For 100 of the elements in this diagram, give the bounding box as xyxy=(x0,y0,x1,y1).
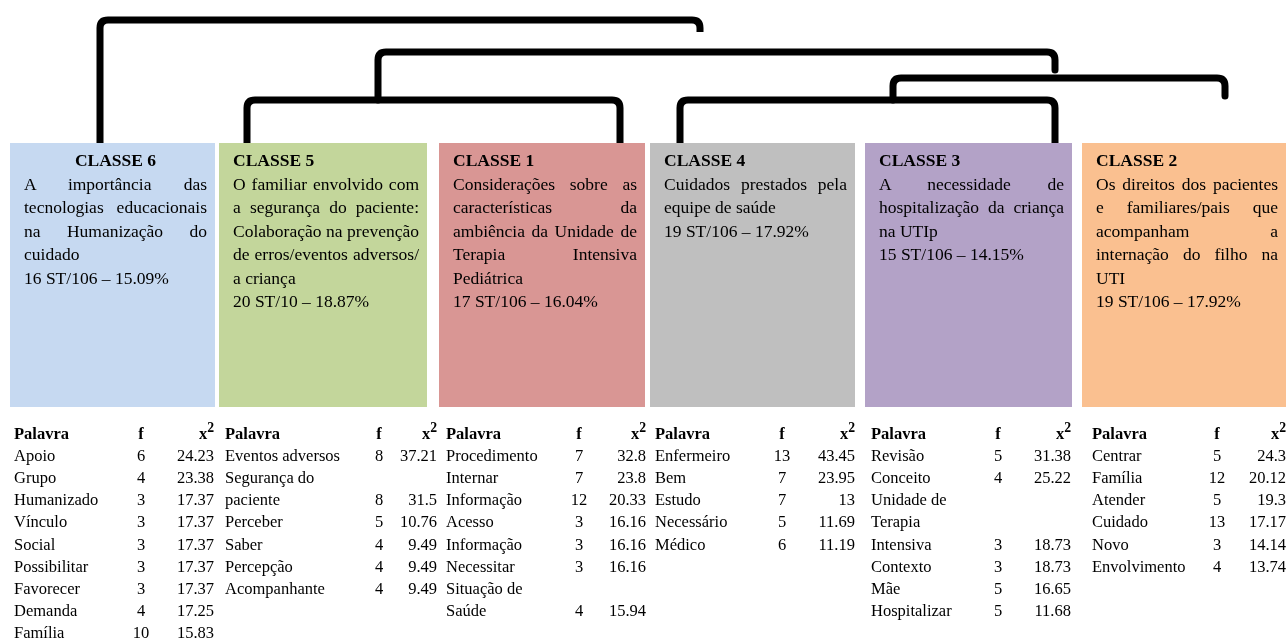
table-cell-text: 16.65 xyxy=(1032,577,1071,600)
class-heading: CLASSE 1 xyxy=(453,149,536,172)
table-header: Palavra xyxy=(225,422,281,445)
class-description: Os direitos dos pacientes e familiares/pais que acompanham a internação do filho na UTI xyxy=(1096,172,1278,290)
table-cell-text: 7 xyxy=(776,466,788,489)
table-cell-text: 17.17 xyxy=(1247,511,1286,534)
dendrogram-bracket xyxy=(243,96,624,143)
table-cell-text: 10 xyxy=(131,622,151,639)
table-cell-text: Informação xyxy=(446,533,524,556)
class-heading: CLASSE 2 xyxy=(1096,149,1179,172)
class-statistic: 19 ST/106 – 17.92% xyxy=(664,219,810,243)
dendrogram-bracket xyxy=(96,16,704,143)
class-statistic: 17 ST/106 – 16.04% xyxy=(453,290,599,313)
table-cell-text: 9.49 xyxy=(407,533,437,556)
table-cell-text: 9.49 xyxy=(407,577,437,600)
table-cell-text: 25.22 xyxy=(1032,466,1071,489)
table-cell-text: Atender xyxy=(1092,489,1147,512)
table-cell-text: Revisão xyxy=(871,444,926,467)
table-cell-text: 5 xyxy=(776,511,788,534)
table-cell-text: 4 xyxy=(373,533,385,556)
table-cell-text: 11.19 xyxy=(817,533,855,556)
table-cell-text: 3 xyxy=(135,511,147,534)
table-cell-text: 7 xyxy=(776,489,788,512)
table-header: x$^{2}$ xyxy=(629,419,646,445)
table-cell-text: 3 xyxy=(992,555,1004,578)
table-cell-text: 5 xyxy=(992,444,1004,467)
table-cell-text: 17.37 xyxy=(175,555,214,578)
table-cell-text: 20.12 xyxy=(1247,466,1286,489)
table-cell-text: Cuidado xyxy=(1092,511,1149,534)
table-header: x$^{2}$ xyxy=(420,419,437,445)
table-cell-text: Vínculo xyxy=(14,511,69,534)
table-header: x$^{2}$ xyxy=(197,419,214,445)
table-cell-text: 4 xyxy=(1211,555,1223,578)
table-cell-text: 16.16 xyxy=(607,511,646,534)
class-statistic: 16 ST/106 – 15.09% xyxy=(24,266,170,290)
table-cell-text: Saber xyxy=(225,533,264,556)
table-cell-text: 8 xyxy=(373,444,385,467)
table-cell-text: Família xyxy=(14,622,66,639)
table-cell-text: 15.83 xyxy=(175,622,214,639)
table-cell-text: 16.16 xyxy=(607,533,646,556)
table-header: f xyxy=(575,422,583,445)
class-heading: CLASSE 3 xyxy=(879,149,962,172)
table-header: Palavra xyxy=(1092,422,1148,445)
table-cell-text: Necessário xyxy=(655,511,729,534)
table-cell-text: 15.94 xyxy=(607,600,646,623)
table-cell-text: 4 xyxy=(135,600,147,623)
table-cell-text: 6 xyxy=(776,533,788,556)
table-cell-text: 23.95 xyxy=(816,466,855,489)
table-cell-text: Hospitalizar xyxy=(871,600,953,623)
class-box xyxy=(1082,143,1286,407)
table-cell-text: Médico xyxy=(655,533,707,556)
table-cell-text: 17.37 xyxy=(175,489,214,512)
table-cell-text: 31.5 xyxy=(407,489,437,512)
class-description: O familiar envolvido com a segurança do paciente: Colaboração na prevenção de erros/eventos adversos/ a criança xyxy=(233,172,419,290)
table-header: Palavra xyxy=(871,422,927,445)
table-cell-text: 16.16 xyxy=(607,555,646,578)
table-header: Palavra xyxy=(14,422,70,445)
table-header: x$^{2}$ xyxy=(1269,419,1286,445)
class-statistic: 19 ST/106 – 17.92% xyxy=(1096,290,1242,313)
class-statistic: 15 ST/106 – 14.15% xyxy=(879,243,1025,266)
dendrogram-bracket xyxy=(676,96,1059,143)
table-cell-text: 4 xyxy=(373,555,385,578)
table-cell-text: 3 xyxy=(1211,533,1223,556)
table-header: f xyxy=(1213,422,1221,445)
table-cell-text: 3 xyxy=(135,489,147,512)
table-header: Palavra xyxy=(655,422,711,445)
table-cell-text: 43.45 xyxy=(816,444,855,467)
table-cell-text: Perceber xyxy=(225,511,284,534)
table-header: x$^{2}$ xyxy=(1054,419,1071,445)
table-cell-text: Procedimento xyxy=(446,444,539,467)
table-cell-text: 4 xyxy=(373,577,385,600)
table-cell-text: 12 xyxy=(569,489,589,512)
table-cell-text: 4 xyxy=(573,600,585,623)
table-cell-text: 5 xyxy=(992,600,1004,623)
table-cell-text: 5 xyxy=(373,511,385,534)
table-cell-text: Envolvimento xyxy=(1092,555,1187,578)
table-cell-text: Eventos adversos xyxy=(225,444,342,467)
table-cell-text: 7 xyxy=(573,444,585,467)
table-cell-text: Enfermeiro xyxy=(655,444,732,467)
table-cell-text: 3 xyxy=(135,533,147,556)
table-cell-text: 9.49 xyxy=(407,555,437,578)
table-cell-text: 3 xyxy=(992,533,1004,556)
table-header: f xyxy=(994,422,1002,445)
table-cell-text: Social xyxy=(14,533,57,556)
class-description: A importância das tecnologias educacionais na Humanização do cuidado xyxy=(24,172,207,266)
table-cell-text: 14.14 xyxy=(1247,533,1286,556)
table-cell-text: Percepção xyxy=(225,555,294,578)
class-box xyxy=(219,143,427,407)
table-cell-text: 31.38 xyxy=(1032,444,1071,467)
table-cell-text: Demanda xyxy=(14,600,79,623)
class-statistic: 20 ST/10 – 18.87% xyxy=(233,290,371,313)
table-cell-text: 5 xyxy=(1211,489,1223,512)
table-cell-text: Internar xyxy=(446,466,500,489)
table-cell-text: 17.37 xyxy=(175,511,214,534)
table-cell-text: 7 xyxy=(573,466,585,489)
table-cell-text: 13 xyxy=(837,489,855,512)
table-cell-text: Segurança do paciente xyxy=(225,466,316,512)
table-cell-text: 3 xyxy=(573,533,585,556)
table-cell-text: Necessitar xyxy=(446,555,516,578)
table-cell-text: 17.37 xyxy=(175,533,214,556)
